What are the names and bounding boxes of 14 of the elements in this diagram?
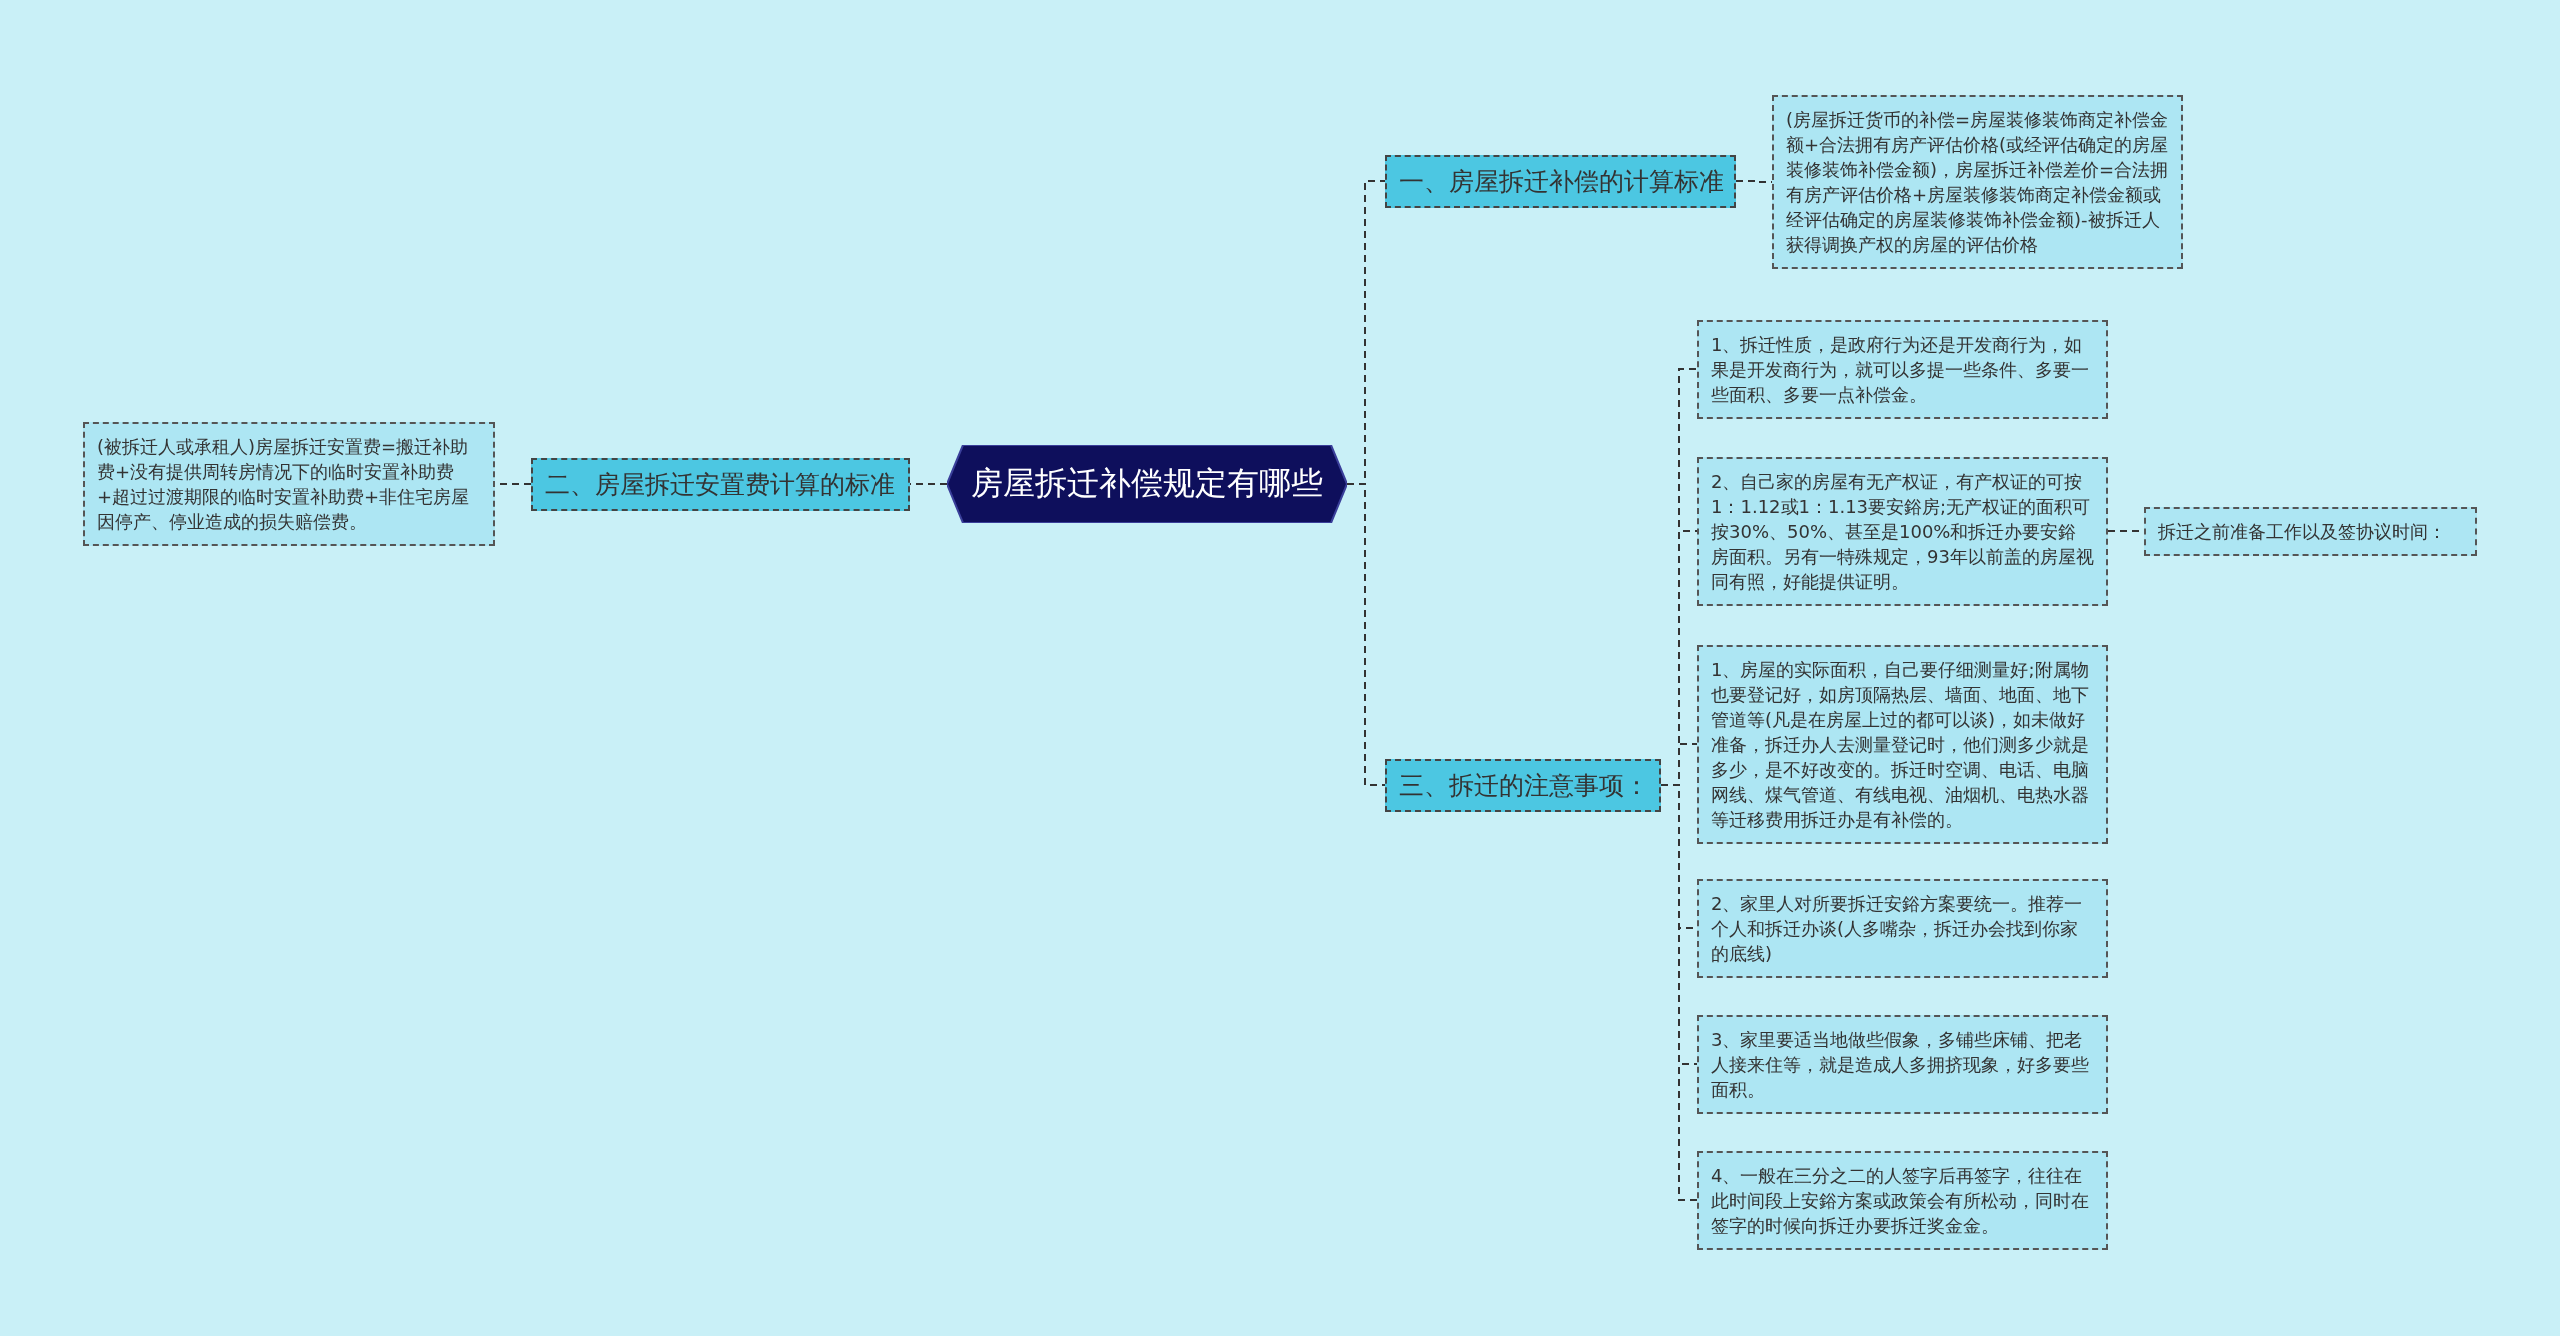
topic-box: 三、拆迁的注意事项： <box>1385 758 1661 812</box>
note-box: (被拆迁人或承租人)房屋拆迁安置费=搬迁补助费+没有提供周转房情况下的临时安置补助费+超过过渡期限的临时安置补助费+非住宅房屋因停产、停业造成的损失赔偿费。 <box>83 422 495 546</box>
note-box: 2、家里人对所要拆迁安鋊方案要统一。推荐一个人和拆迁办谈(人多嘴杂，拆迁办会找到你家的底线) <box>1697 878 2108 978</box>
topic-box: 二、房屋拆迁安置费计算的标准 <box>531 457 910 511</box>
note-box: (房屋拆迁货币的补偿=房屋装修装饰商定补偿金额+合法拥有房产评估价格(或经评估确定的房屋装修装饰补偿金额)，房屋拆迁补偿差价=合法拥有房产评估价格+房屋装修装饰商定补偿金额或经评估确定的房屋装修装饰补偿金额)-被拆迁人获得调换产权的房屋的评估价格 <box>1772 95 2183 269</box>
note-box: 3、家里要适当地做些假象，多铺些床铺、把老人接来住等，就是造成人多拥挤现象，好多要些面积。 <box>1697 1014 2108 1114</box>
topic-box: 一、房屋拆迁补偿的计算标准 <box>1385 154 1736 208</box>
connector-line <box>1346 483 1386 786</box>
note-box: 1、拆迁性质，是政府行为还是开发商行为，如果是开发商行为，就可以多提一些条件、多要一些面积、多要一点补偿金。 <box>1697 319 2108 419</box>
note-box: 2、自己家的房屋有无产权证，有产权证的可按1：1.12或1：1.13要安鋊房;无产权证的面积可按30%、50%、甚至是100%和拆迁办要安鋊房面积。另有一特殊规定，93年以前盖的房屋视同有照，好能提供证明。 <box>1697 456 2108 606</box>
note-box: 拆迁之前准备工作以及签协议时间： <box>2144 506 2477 556</box>
note-box: 4、一般在三分之二的人签字后再签字，往往在此时间段上安鋊方案或政策会有所松动，同时在签字的时候向拆迁办要拆迁奖金金。 <box>1697 1150 2108 1250</box>
central-topic-title: 房屋拆迁补偿规定有哪些 <box>971 463 1323 504</box>
note-box: 1、房屋的实际面积，自己要仔细测量好;附属物也要登记好，如房顶隔热层、墙面、地面、地下管道等(凡是在房屋上过的都可以谈)，如未做好准备，拆迁办人去测量登记时，他们测多少就是多少，是不好改变的。拆迁时空调、电话、电脑网线、煤气管道、有线电视、油烟机、电热水器等迁移费用拆迁办是有补偿的。 <box>1697 644 2108 844</box>
